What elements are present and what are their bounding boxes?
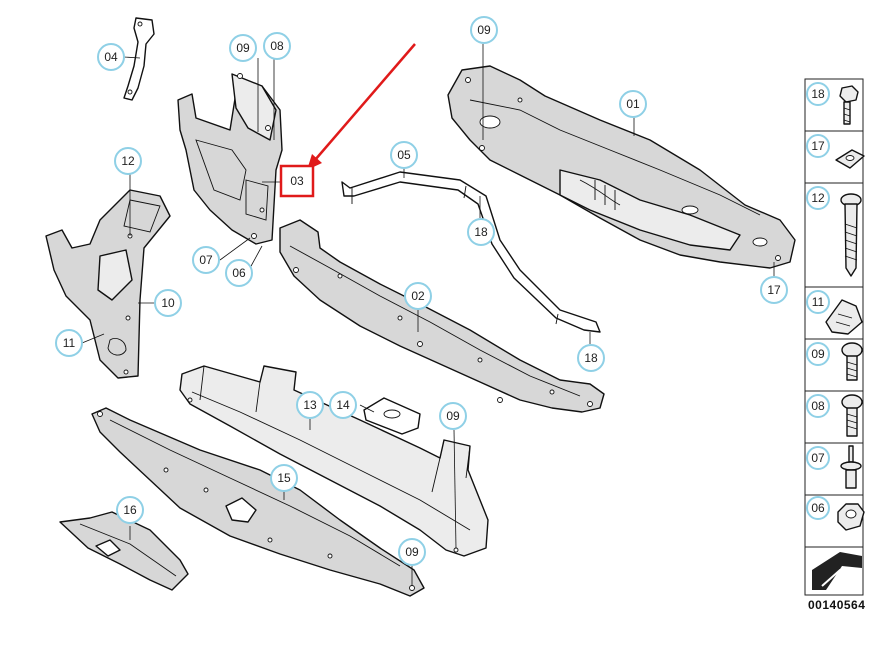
callout-10: 10: [154, 289, 182, 317]
callout-18-lower: 18: [577, 344, 605, 372]
document-number: 00140564: [808, 598, 866, 612]
callout-01-label: 01: [626, 97, 640, 111]
callout-09-top: 09: [229, 34, 257, 62]
part-16-lower-plate: [59, 511, 189, 591]
callout-04-label: 04: [104, 50, 118, 64]
part-10-side-bracket: [45, 189, 171, 379]
legend-17-label: 17: [811, 139, 825, 153]
callout-13-label: 13: [303, 398, 317, 412]
callout-06: 06: [225, 259, 253, 287]
part-01-cover: [447, 65, 796, 269]
callout-17-label: 17: [767, 283, 781, 297]
callout-16-label: 16: [123, 503, 137, 517]
callout-09-beam: 09: [439, 402, 467, 430]
callout-09-top-label: 09: [236, 41, 250, 55]
legend-06-nut-icon: [837, 503, 865, 531]
legend-12-label: 12: [811, 191, 825, 205]
callout-03-label: 03: [290, 174, 304, 188]
callout-09-beam-label: 09: [446, 409, 460, 423]
legend-11-spring-clip-icon: [825, 299, 863, 335]
legend-06-label: 06: [811, 501, 825, 515]
legend-12-long-bolt-icon: [840, 193, 862, 277]
callout-16: 16: [116, 496, 144, 524]
legend-17-clip-icon: [835, 149, 865, 169]
callout-08: 08: [263, 32, 291, 60]
legend-09: 09: [806, 342, 830, 366]
callout-10-label: 10: [161, 296, 175, 310]
legend-07: 07: [806, 446, 830, 470]
part-15-underbody-panel: [91, 407, 425, 597]
callout-07-label: 07: [199, 253, 213, 267]
callout-09-cover-label: 09: [477, 23, 491, 37]
legend-17: 17: [806, 134, 830, 158]
callout-09-cover: 09: [470, 16, 498, 44]
callout-07: 07: [192, 246, 220, 274]
callout-09-bottom-label: 09: [405, 545, 419, 559]
part-03-side-panel: [177, 73, 283, 245]
callout-18-brace: 18: [467, 218, 495, 246]
legend-09-label: 09: [811, 347, 825, 361]
legend-09-bolt-icon: [841, 342, 863, 381]
legend-11-label: 11: [812, 295, 825, 309]
legend-06: 06: [806, 496, 830, 520]
legend-arrow-icon: [812, 552, 862, 590]
callout-18-lower-label: 18: [584, 351, 598, 365]
highlight-box: [279, 164, 315, 198]
part-05-brace: [341, 171, 601, 333]
legend-08-label: 08: [811, 399, 825, 413]
callout-14-label: 14: [336, 398, 350, 412]
callout-04: 04: [97, 43, 125, 71]
legend-07-rivet-icon: [840, 445, 862, 489]
legend-08-bolt-icon: [841, 394, 863, 437]
callout-13: 13: [296, 391, 324, 419]
legend-12: 12: [806, 186, 830, 210]
part-14-clip: [363, 397, 421, 435]
callout-02-label: 02: [411, 289, 425, 303]
callout-15: 15: [270, 464, 298, 492]
callout-12-label: 12: [121, 154, 135, 168]
callout-09-bottom: 09: [398, 538, 426, 566]
callout-02: 02: [404, 282, 432, 310]
legend-18-bolt-icon: [839, 85, 859, 125]
legend-18-label: 18: [811, 87, 825, 101]
callout-11: 11: [55, 329, 83, 357]
callout-12: 12: [114, 147, 142, 175]
part-13-crash-beam: [179, 365, 489, 557]
callout-05-label: 05: [397, 148, 411, 162]
callout-08-label: 08: [270, 39, 284, 53]
legend-07-label: 07: [811, 451, 825, 465]
callout-05: 05: [390, 141, 418, 169]
callout-17: 17: [760, 276, 788, 304]
part-02-support-bar: [279, 219, 605, 413]
legend-18: 18: [806, 82, 830, 106]
leader-lines: [81, 44, 775, 586]
part-04-bracket: [123, 17, 155, 101]
callout-11-label: 11: [63, 336, 76, 350]
legend-11: 11: [806, 290, 830, 314]
legend-08: 08: [806, 394, 830, 418]
callout-06-label: 06: [232, 266, 246, 280]
callout-14: 14: [329, 391, 357, 419]
callout-01: 01: [619, 90, 647, 118]
callout-18-brace-label: 18: [474, 225, 488, 239]
callout-15-label: 15: [277, 471, 291, 485]
legend-column: 18 17 12 11 09 08 07 06: [804, 78, 865, 596]
